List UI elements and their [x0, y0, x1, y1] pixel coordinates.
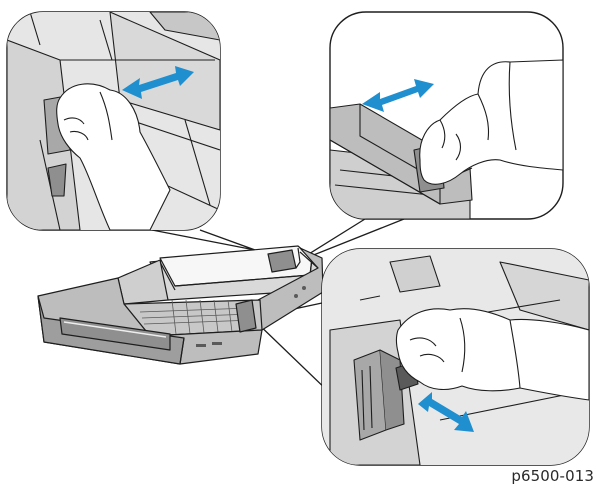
pointer-left-callout [151, 229, 256, 251]
callout-left-length-guide [6, 11, 221, 231]
double-headed-arrow-icon [122, 66, 194, 99]
tray-left-wall [117, 259, 169, 305]
double-headed-arrow-icon [362, 79, 434, 112]
hand-icon [56, 83, 171, 230]
figure-reference-code: p6500-013 [511, 467, 594, 485]
paper-tray-icon [37, 245, 324, 365]
tray-rear-guide [267, 249, 297, 273]
callout-right-rear-guide [329, 11, 564, 220]
callout-bottom-side-guide [321, 248, 590, 466]
tray-side-guide [235, 299, 257, 333]
hand-icon [395, 308, 589, 401]
hand-icon [419, 59, 563, 185]
double-headed-arrow-icon [418, 392, 474, 432]
